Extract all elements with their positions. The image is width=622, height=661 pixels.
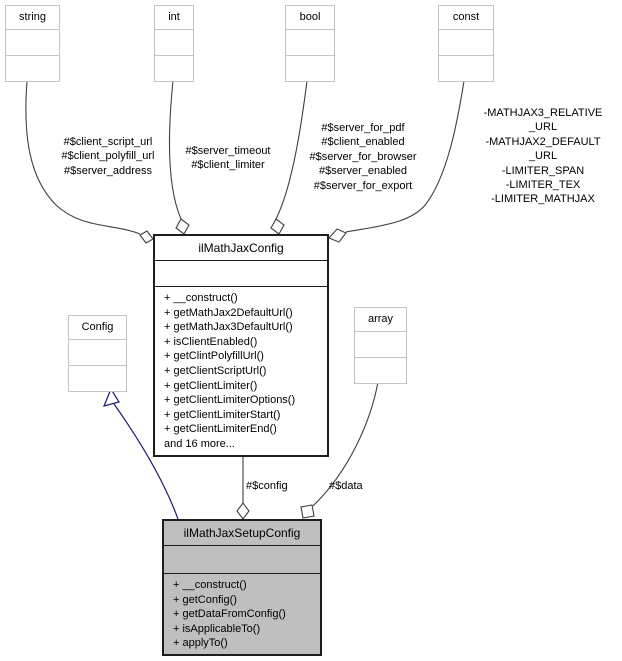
attributes-compartment: [355, 331, 406, 357]
attributes-compartment: [286, 29, 334, 55]
method-item: + getClientLimiterStart(): [164, 408, 281, 421]
methods-compartment: [286, 55, 334, 81]
aggregation-diamond-const: [328, 228, 347, 243]
method-item: + __construct(): [164, 292, 238, 304]
method-item: + getClintPolyfillUrl(): [164, 350, 264, 363]
type-box-title: int: [168, 11, 180, 23]
type-box-title: string: [19, 11, 46, 23]
edge-label-config-member: #$config: [246, 480, 288, 492]
method-item: + applyTo(): [173, 637, 228, 650]
type-box-config[interactable]: Config: [68, 315, 127, 392]
methods-compartment: + __construct() + getMathJax2DefaultUrl(…: [155, 286, 327, 455]
methods-compartment: [355, 357, 406, 383]
attributes-compartment: [155, 29, 193, 55]
method-item: + getClientLimiter(): [164, 379, 258, 392]
method-item: + getConfig(): [173, 593, 237, 606]
aggregation-diamond-int: [175, 218, 190, 235]
type-box-title: Config: [81, 321, 114, 333]
attributes-compartment: [6, 29, 59, 55]
type-box-string: string: [5, 5, 60, 82]
attributes-compartment: [164, 545, 320, 573]
type-box-const: const: [438, 5, 494, 82]
class-title: ilMathJaxSetupConfig: [183, 526, 301, 540]
type-box-array: array: [354, 307, 407, 384]
type-box-title: array: [367, 313, 394, 325]
class-node-ilmathjaxconfig[interactable]: ilMathJaxConfig + __construct() + getMat…: [153, 234, 329, 457]
aggregation-diamond-string: [139, 230, 154, 244]
method-item: + isApplicableTo(): [173, 622, 261, 635]
method-item: + isClientEnabled(): [164, 335, 258, 348]
attributes-compartment: [439, 29, 493, 55]
method-item: + getMathJax3DefaultUrl(): [164, 321, 293, 334]
edge-label-string-members: #$client_script_url #$client_polyfill_ur…: [61, 136, 155, 177]
method-item: + getDataFromConfig(): [173, 608, 286, 621]
attributes-compartment: [155, 260, 327, 286]
method-item: + __construct(): [173, 579, 247, 591]
class-title: ilMathJaxConfig: [198, 241, 284, 255]
type-box-bool: bool: [285, 5, 335, 82]
aggregation-diamond-data: [300, 504, 315, 519]
method-item: + getMathJax2DefaultUrl(): [164, 306, 293, 319]
method-item: + getClientScriptUrl(): [164, 364, 267, 377]
methods-compartment: [69, 365, 126, 391]
class-node-ilmathjaxsetupconfig: ilMathJaxSetupConfig + __construct() + g…: [162, 519, 322, 656]
methods-compartment: [155, 55, 193, 81]
methods-compartment: + __construct() + getConfig() + getDataF…: [164, 573, 320, 654]
edge-label-const-members: -MATHJAX3_RELATIVE _URL -MATHJAX2_DEFAUL…: [483, 107, 603, 206]
attributes-compartment: [69, 339, 126, 365]
method-item: + getClientLimiterEnd(): [164, 423, 277, 436]
edge-label-data-member: #$data: [329, 480, 363, 492]
edge-label-int-members: #$server_timeout #$client_limiter: [185, 145, 271, 172]
aggregation-diamond-config: [236, 502, 250, 520]
method-item: + getClientLimiterOptions(): [164, 394, 296, 407]
type-box-title: bool: [299, 11, 321, 23]
type-box-title: const: [452, 11, 480, 23]
aggregation-diamond-bool: [270, 218, 285, 235]
type-box-int: int: [154, 5, 194, 82]
edge-label-bool-members: #$server_for_pdf #$client_enabled #$serv…: [309, 122, 417, 192]
methods-compartment: [6, 55, 59, 81]
method-item: and 16 more...: [164, 437, 235, 450]
methods-compartment: [439, 55, 493, 81]
